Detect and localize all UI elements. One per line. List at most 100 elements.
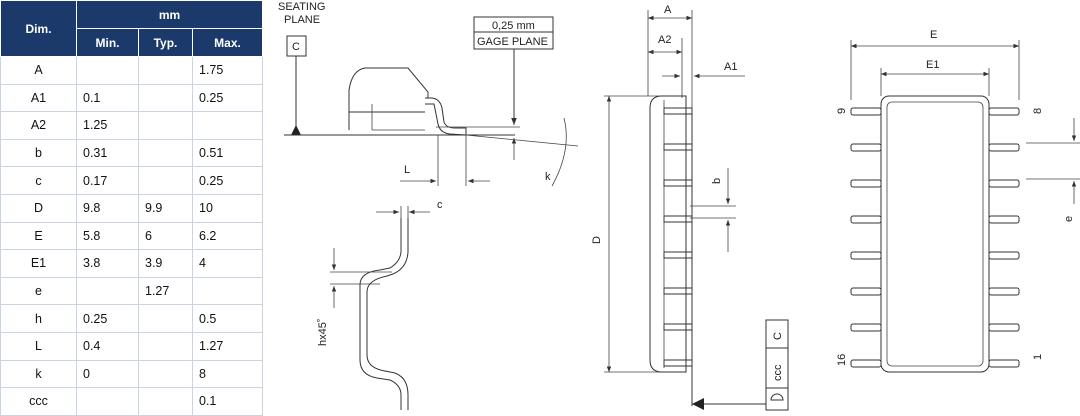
top-view-lead-right: [988, 107, 1020, 116]
typ-cell: [138, 387, 193, 416]
pin-9-label: 9: [836, 108, 848, 114]
max-cell: 0.25: [191, 83, 264, 113]
dim-cell: D: [0, 193, 77, 223]
max-cell: 0.25: [191, 166, 264, 195]
k-arc: [551, 117, 567, 187]
max-cell: 1.27: [191, 331, 264, 361]
dim-cell: h: [0, 304, 77, 333]
datum-c-label: C: [292, 41, 300, 53]
top-view-lead-right: [988, 359, 1020, 368]
e-label: E: [930, 29, 937, 41]
dim-header: Dim.: [0, 0, 77, 57]
min-cell: [76, 387, 139, 416]
top-view-leads: [850, 107, 1020, 368]
ccc-label: ccc: [772, 364, 784, 381]
package-outline-drawing: SEATING PLANE C 0,25 mm GAGE PLANE L k c: [278, 1, 1080, 411]
min-cell: 0: [76, 359, 139, 389]
top-view-lead-right: [988, 287, 1020, 296]
typ-cell: [138, 359, 193, 389]
top-view-lead-left: [850, 215, 882, 224]
end-view-lead: [663, 215, 693, 223]
end-view-lead: [663, 179, 693, 187]
d-label: D: [591, 236, 603, 244]
top-view-lead-left: [850, 323, 882, 332]
a2-label: A2: [658, 34, 671, 46]
seating-plane-label-1: SEATING: [278, 1, 325, 13]
max-cell: 1.75: [191, 56, 264, 85]
ccc-arrow: [692, 398, 704, 410]
unit-header: mm: [75, 0, 264, 29]
min-cell: 0.31: [76, 138, 139, 168]
l-label: L: [404, 164, 410, 176]
max-header: Max.: [191, 28, 264, 57]
dim-cell: A2: [0, 111, 77, 140]
pin-8-label: 8: [1032, 108, 1044, 114]
top-view-lead-right: [988, 251, 1020, 260]
min-cell: [76, 56, 139, 85]
typ-cell: [138, 138, 193, 168]
typ-cell: 6: [138, 221, 193, 251]
max-cell: 4: [191, 249, 264, 278]
min-cell: 1.25: [76, 111, 139, 140]
typ-cell: [138, 56, 193, 85]
end-view-lead: [663, 323, 693, 331]
typ-cell: [138, 331, 193, 361]
end-view-lead: [663, 143, 693, 151]
table-row: ccc 0.1: [0, 387, 264, 416]
end-view-lead: [663, 251, 693, 259]
dim-cell: c: [0, 166, 77, 195]
end-view-lead: [663, 107, 693, 115]
dim-cell: e: [0, 276, 77, 306]
min-cell: 5.8: [76, 221, 139, 251]
min-cell: 0.4: [76, 331, 139, 361]
a1-label: A1: [724, 61, 737, 73]
top-view-lead-right: [988, 143, 1020, 152]
end-view-body: [649, 95, 687, 373]
lead-detail-inner: [366, 218, 409, 410]
lead-detail-view: c hx45˚: [317, 199, 443, 410]
lead-top-edge: [425, 97, 467, 135]
lead-detail-outer: [359, 218, 402, 410]
typ-cell: [138, 304, 193, 333]
max-cell: [191, 111, 264, 140]
flatness-symbol: [770, 393, 784, 401]
dim-cell: A1: [0, 83, 77, 113]
max-cell: 0.1: [191, 387, 264, 416]
min-cell: 3.8: [76, 249, 139, 278]
pin-1-label: 1: [1032, 354, 1044, 360]
top-view-lead-left: [850, 251, 882, 260]
top-view-body: [880, 95, 990, 373]
k-angle-line: [465, 134, 579, 147]
end-view-lead: [663, 287, 693, 295]
min-header: Min.: [76, 28, 139, 57]
package-body-side: [348, 67, 429, 130]
top-view-lead-left: [850, 179, 882, 188]
c-label: c: [437, 199, 443, 211]
top-view-lead-left: [850, 359, 882, 368]
dim-cell: b: [0, 138, 77, 168]
seating-plane-label-2: PLANE: [284, 14, 320, 26]
top-view-lead-right: [988, 215, 1020, 224]
max-cell: 0.5: [191, 304, 264, 333]
dim-cell: ccc: [0, 387, 77, 416]
pitch-label: e: [1063, 216, 1075, 222]
a-label: A: [664, 4, 672, 16]
side-view: SEATING PLANE C 0,25 mm GAGE PLANE L k: [278, 1, 579, 187]
dim-cell: E: [0, 221, 77, 251]
min-cell: 9.8: [76, 193, 139, 223]
max-cell: 8: [191, 359, 264, 389]
gage-plane-label: GAGE PLANE: [477, 36, 548, 48]
b-label: b: [711, 178, 723, 184]
typ-header: Typ.: [138, 28, 193, 57]
max-cell: [191, 276, 264, 306]
top-view-lead-right: [988, 179, 1020, 188]
